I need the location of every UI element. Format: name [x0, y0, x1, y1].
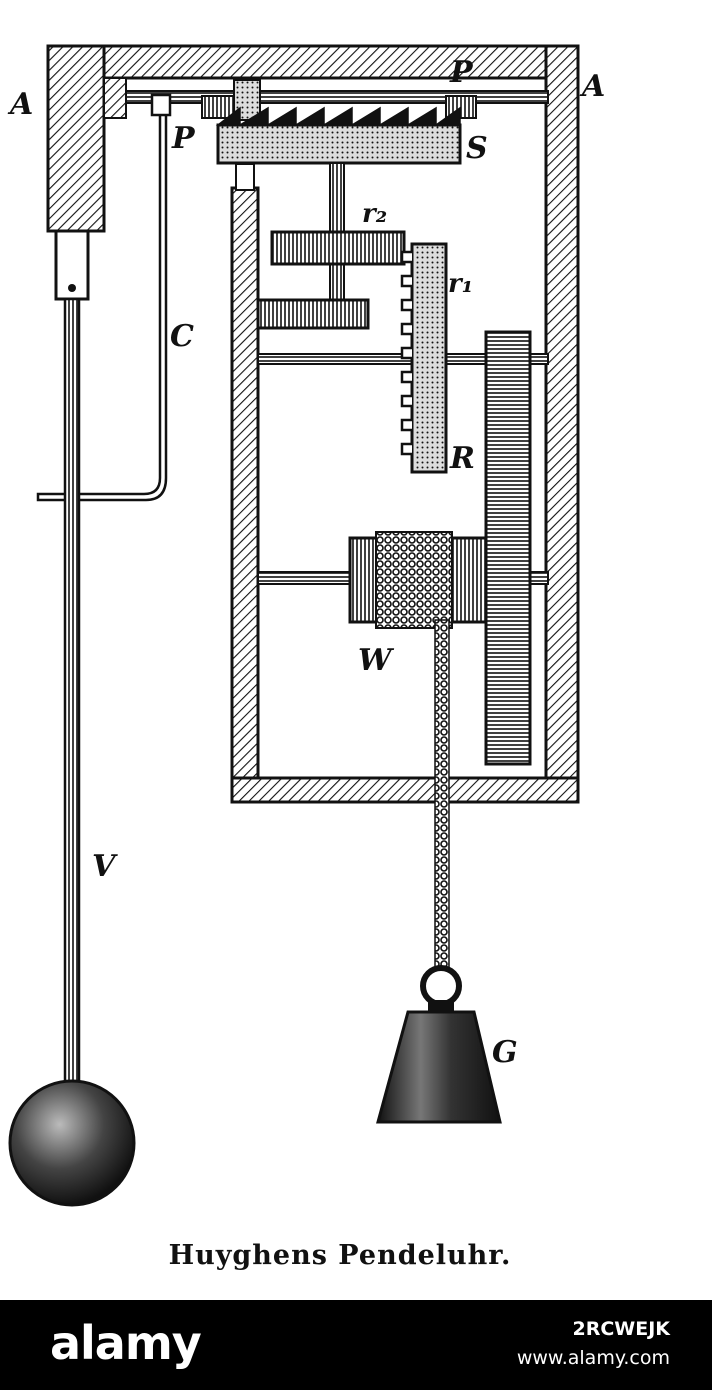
pendulum-v — [8, 229, 136, 1207]
label-w: W — [358, 643, 395, 678]
diagram-caption: Huyghens Pendeluhr. — [169, 1240, 512, 1271]
label-g: G — [492, 1035, 518, 1070]
label-r: R — [449, 441, 475, 476]
label-s: S — [466, 131, 488, 166]
label-a-right: A — [579, 69, 605, 104]
watermark-url: www.alamy.com — [516, 1347, 670, 1369]
driving-weight-g — [376, 965, 502, 1124]
great-wheel-r — [484, 330, 532, 766]
label-a-left: A — [7, 87, 33, 122]
label-r2: r₂ — [362, 199, 387, 229]
gear-r1 — [400, 242, 448, 474]
watermark-banner — [0, 1300, 712, 1390]
crown-wheel-teeth — [215, 106, 461, 127]
escapement-assembly — [125, 79, 549, 165]
alamy-logo: alamy — [50, 1316, 202, 1370]
lower-contrate-wheel — [256, 298, 370, 330]
label-v: V — [92, 849, 118, 884]
crown-wheel-s — [216, 123, 462, 165]
crutch-c — [36, 93, 172, 502]
label-r1: r₁ — [448, 269, 473, 299]
label-p-top: P — [449, 55, 474, 90]
clock-frame — [230, 44, 580, 804]
pendulum-bob — [8, 1079, 136, 1207]
image-id-text: 2RCWEJK — [572, 1318, 670, 1340]
huygens-pendulum-clock-diagram: A A P P S r₂ r₁ C R W V G Huyghens Pende… — [7, 44, 606, 1271]
winding-drum-w — [348, 531, 488, 629]
top-beam — [46, 44, 580, 233]
gear-r2 — [270, 230, 406, 266]
label-c: C — [170, 319, 194, 354]
weight-rope — [434, 619, 450, 971]
label-p-left: P — [171, 121, 196, 156]
